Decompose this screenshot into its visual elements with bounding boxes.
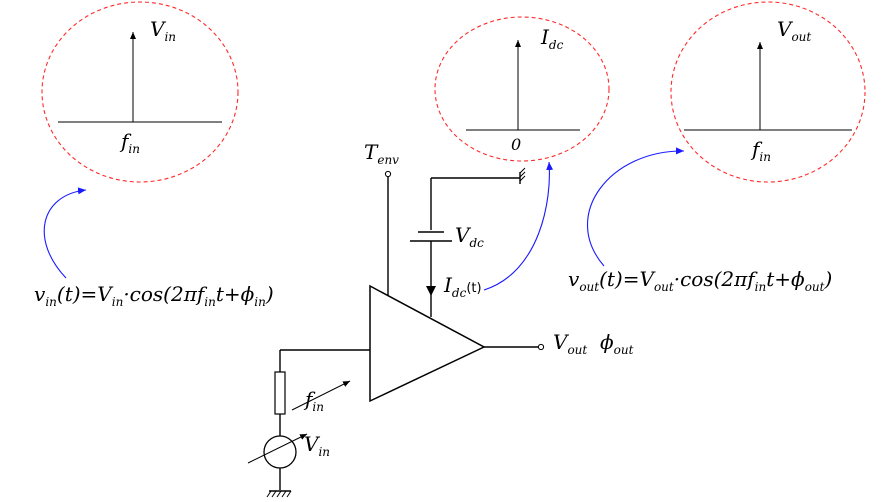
output-signal-equation: vout(t)=Vout·cos(2πfint+ϕout): [568, 267, 832, 294]
input-signal-equation: vin(t)=Vin·cos(2πfint+ϕin): [34, 282, 274, 309]
ground-icon: [266, 490, 292, 498]
input-frequency-label: fin: [119, 129, 140, 156]
input-amplitude-label: Vin: [150, 17, 176, 44]
input-spectrum-bubble: [41, 1, 239, 183]
output-terminal: [537, 343, 545, 351]
ac-voltage-source: [263, 435, 297, 469]
output-amplitude-label: Vout: [777, 17, 811, 44]
dc-spectrum-pointer: [483, 161, 554, 291]
env-temperature-label: Tenv: [364, 140, 399, 167]
output-spectrum-bubble: [670, 1, 866, 183]
amplifier-triangle: [369, 284, 486, 403]
source-amplitude-label: Vin: [304, 432, 330, 459]
frequency-tuning-arrow: [291, 380, 351, 411]
chassis-ground-icon: [519, 167, 526, 184]
supply-current-arrow: [426, 286, 436, 296]
circuit: Vout ϕout Tenv Vdc Idc(t) fin Vin: [247, 140, 634, 498]
amplitude-tuning-arrow: [247, 433, 308, 464]
output-voltage-label: Vout: [553, 330, 587, 357]
source-frequency-label: fin: [303, 387, 324, 414]
dc-amplitude-label: Idc: [540, 25, 564, 52]
dc-spectrum: Idc 0: [434, 16, 610, 162]
output-frequency-label: fin: [750, 137, 771, 164]
output-spectrum-pointer: [586, 147, 685, 267]
dc-spectrum-bubble: [434, 16, 610, 162]
battery-voltage-label: Vdc: [455, 223, 484, 250]
output-phase-label: ϕout: [600, 330, 634, 357]
env-terminal: [384, 170, 392, 178]
source-resistor: [274, 371, 286, 415]
input-spectrum-pointer: [43, 187, 87, 279]
output-spectrum: Vout fin: [670, 1, 866, 183]
input-spectrum: Vin fin: [41, 1, 239, 183]
dc-frequency-label: 0: [511, 135, 521, 154]
supply-current-label: Idc(t): [443, 273, 482, 300]
